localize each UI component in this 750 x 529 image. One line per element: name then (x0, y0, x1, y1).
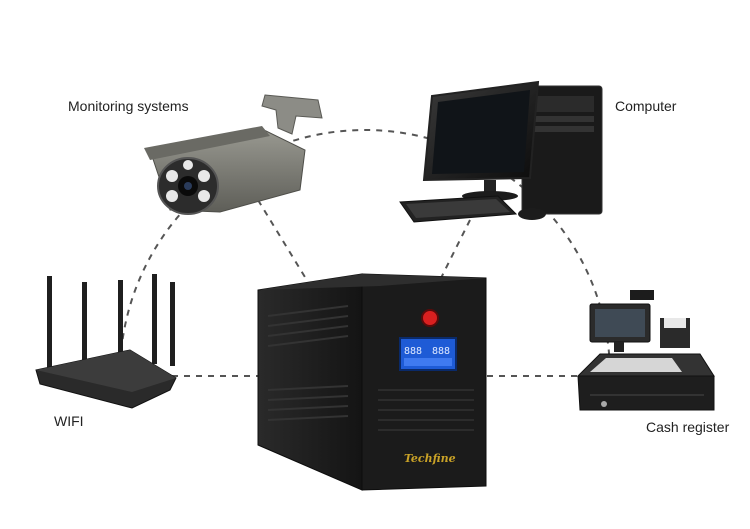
label-wifi: WIFI (54, 413, 84, 429)
label-computer: Computer (615, 98, 677, 114)
cash-register-icon (576, 290, 715, 411)
connector-lines (119, 129, 611, 377)
ups-side-vents (267, 305, 349, 421)
ups-front-vents (378, 389, 474, 431)
ups-brand: Techfine (404, 452, 456, 465)
computer-icon (399, 80, 603, 223)
connector-camera-ups (257, 199, 309, 283)
label-cash-register: Cash register (646, 419, 730, 435)
label-monitoring-systems: Monitoring systems (68, 98, 189, 114)
connector-arc (119, 129, 611, 376)
ups-icon: 888 888 Techfine (257, 273, 487, 491)
connector-computer-ups (439, 219, 471, 281)
power-button (421, 309, 439, 327)
lcd-right-readout: 888 (432, 346, 450, 357)
camera-icon (144, 94, 323, 215)
router-icon (35, 274, 177, 409)
lcd-left-readout: 888 (404, 346, 422, 357)
